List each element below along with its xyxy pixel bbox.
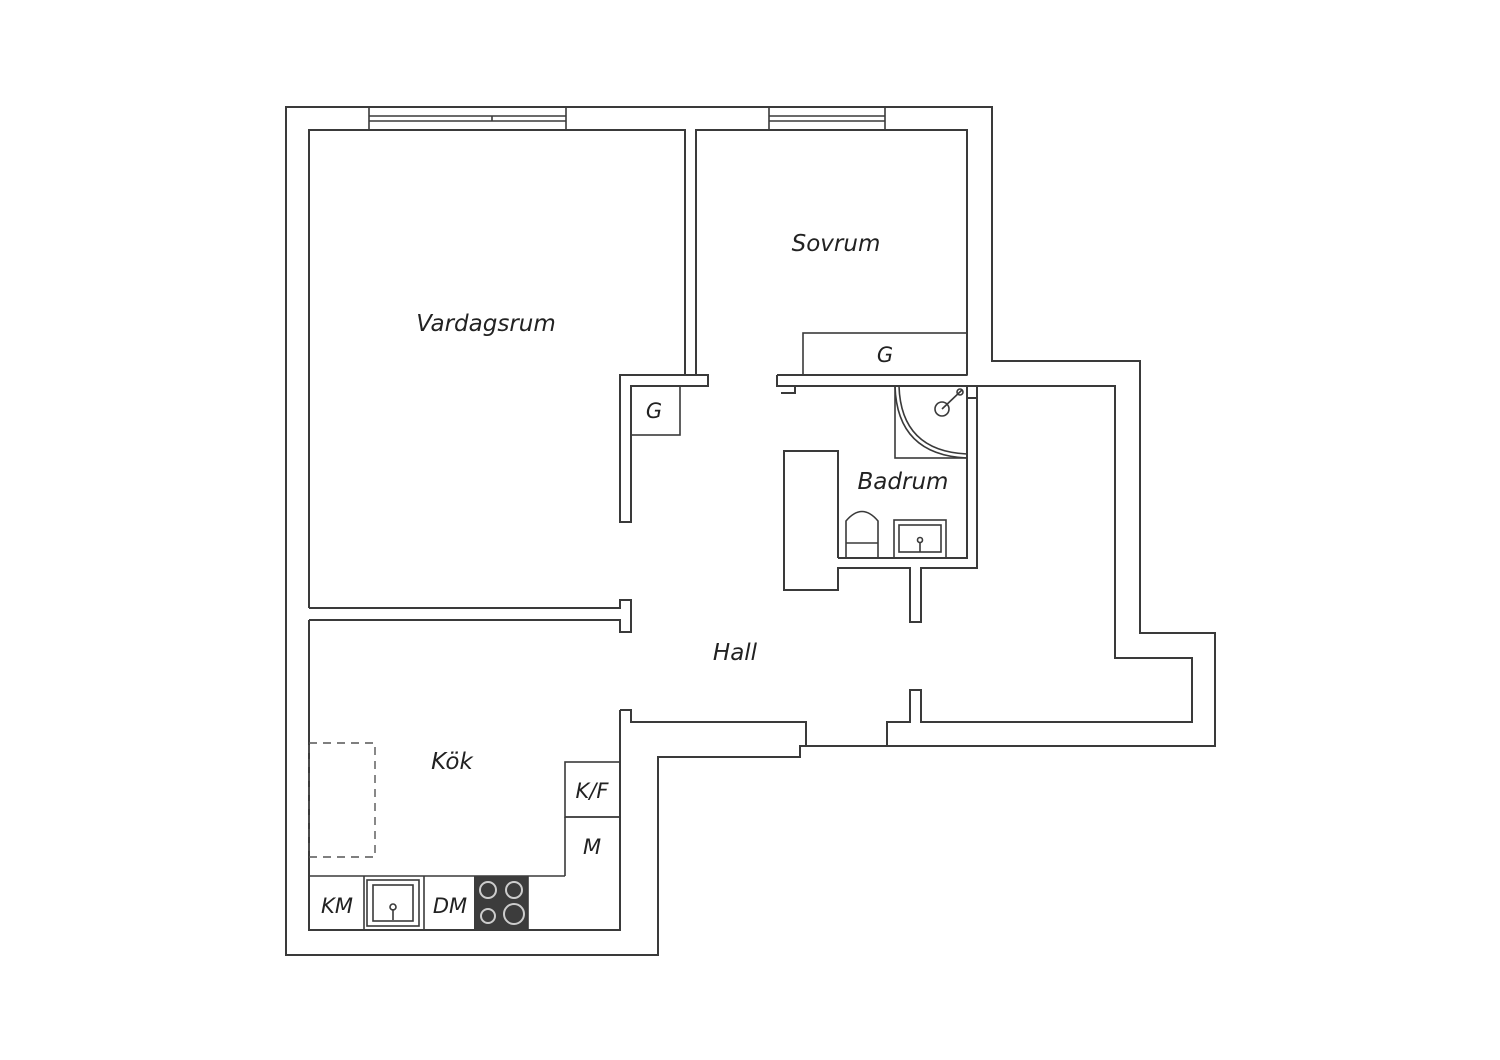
label-living-room: Vardagsrum <box>416 311 556 337</box>
sink-drain-icon <box>916 536 924 544</box>
label-bedroom: Sovrum <box>792 231 881 257</box>
label-fridge-freezer: K/F <box>576 779 610 803</box>
label-wardrobe-living: G <box>646 399 662 423</box>
label-microwave: M <box>583 835 601 859</box>
label-washing-machine: KM <box>321 894 353 918</box>
outer-wall <box>285 106 1216 956</box>
burner-icon <box>480 908 496 924</box>
wardrobe-living <box>630 385 681 436</box>
label-kitchen: Kök <box>431 749 474 775</box>
label-hall: Hall <box>713 640 758 666</box>
label-dishwasher: DM <box>433 894 467 918</box>
hall-kitchen-wall <box>620 709 807 746</box>
shower <box>894 385 968 459</box>
bathroom-wall <box>783 385 978 623</box>
shower-head-icon <box>956 388 964 396</box>
window-living-room <box>368 106 567 131</box>
microwave-counter <box>564 816 620 876</box>
wardrobe-bedroom <box>802 332 968 376</box>
kitchen-sink <box>366 879 420 927</box>
bedroom-wall <box>695 129 1193 746</box>
window-bedroom <box>768 106 886 131</box>
bathroom-sink <box>893 519 947 559</box>
living-room-south-wall <box>309 599 632 633</box>
burner-icon <box>505 881 523 899</box>
label-wardrobe-bedroom: G <box>877 343 893 367</box>
kitchen-wall <box>308 620 621 931</box>
toilet <box>845 510 879 558</box>
living-room-wall <box>308 129 709 608</box>
burner-icon <box>479 881 497 899</box>
label-bathroom: Badrum <box>858 469 949 495</box>
dining-table-outline <box>308 742 376 858</box>
burner-icon <box>503 903 525 925</box>
stove <box>474 876 528 930</box>
